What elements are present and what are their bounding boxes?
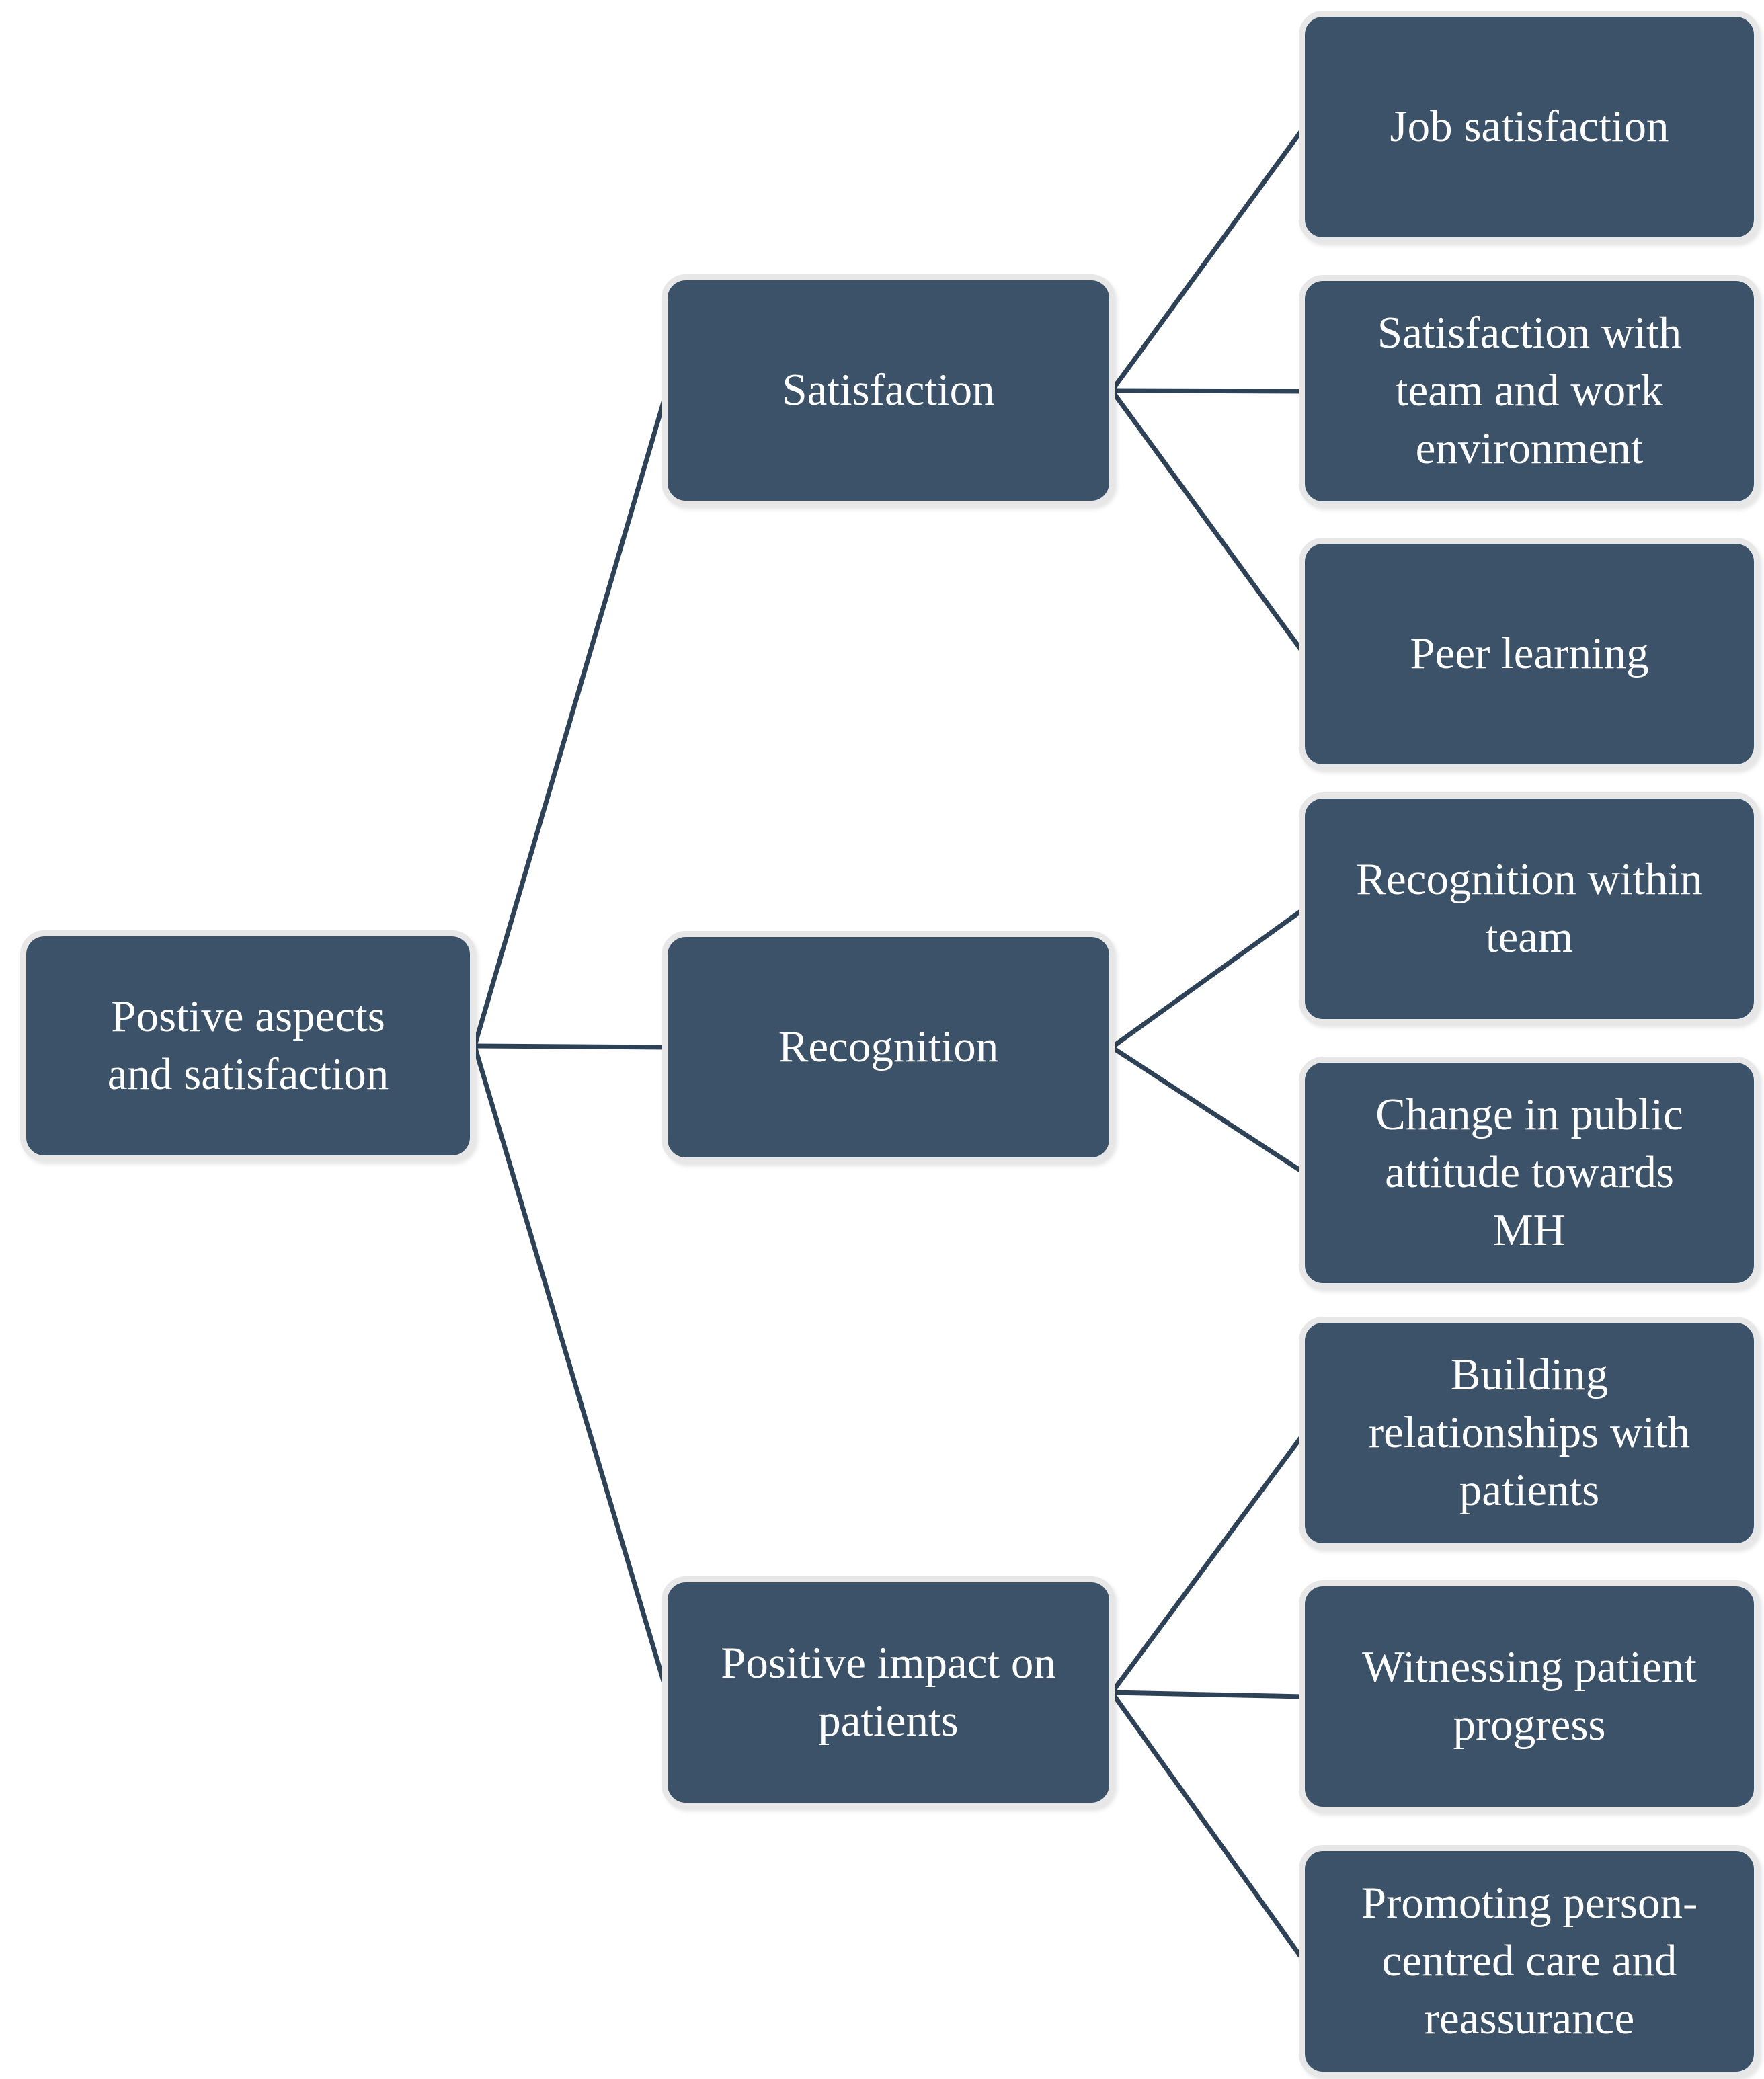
node-public-attitude-change-label: Change in public attitude towards MH <box>1375 1090 1683 1255</box>
node-peer-learning-label: Peer learning <box>1410 628 1649 679</box>
node-satisfaction: Satisfaction <box>662 274 1115 507</box>
node-person-centred-care-label: Promoting person- centred care and reass… <box>1361 1878 1698 2043</box>
connector-satisfaction-peer <box>1110 389 1306 656</box>
node-positive-impact-label: Positive impact on patients <box>721 1638 1056 1746</box>
node-job-satisfaction-label: Job satisfaction <box>1390 101 1669 152</box>
node-team-environment-satisfaction-label: Satisfaction with team and work environm… <box>1377 308 1682 473</box>
connector-recognition-attitude <box>1111 1045 1306 1175</box>
node-public-attitude-change: Change in public attitude towards MH <box>1299 1057 1760 1289</box>
node-building-relationships-label: Building relationships with patients <box>1368 1350 1691 1515</box>
connector-recognition-within-team <box>1110 907 1306 1049</box>
connector-satisfaction-job <box>1110 125 1306 393</box>
connector-root-recognition <box>474 1043 668 1050</box>
node-recognition-within-team-label: Recognition within team <box>1356 854 1703 962</box>
node-team-environment-satisfaction: Satisfaction with team and work environm… <box>1299 275 1760 507</box>
node-root: Postive aspects and satisfaction <box>20 930 476 1161</box>
node-job-satisfaction: Job satisfaction <box>1299 11 1760 243</box>
node-building-relationships: Building relationships with patients <box>1299 1317 1760 1549</box>
node-satisfaction-label: Satisfaction <box>782 365 995 415</box>
node-root-label: Postive aspects and satisfaction <box>107 991 389 1099</box>
node-peer-learning: Peer learning <box>1299 538 1760 770</box>
connector-impact-relationships <box>1110 1431 1306 1695</box>
node-recognition-label: Recognition <box>778 1022 999 1072</box>
connector-root-satisfaction <box>472 390 670 1047</box>
node-witnessing-progress: Witnessing patient progress <box>1299 1580 1760 1813</box>
node-person-centred-care: Promoting person- centred care and reass… <box>1299 1845 1760 2078</box>
node-witnessing-progress-label: Witnessing patient progress <box>1362 1642 1697 1750</box>
node-recognition-within-team: Recognition within team <box>1299 792 1760 1025</box>
connector-impact-person-centred <box>1110 1690 1306 1963</box>
connector-impact-progress <box>1111 1690 1305 1699</box>
node-positive-impact: Positive impact on patients <box>662 1576 1115 1809</box>
node-recognition: Recognition <box>662 931 1115 1164</box>
connector-root-positive-impact <box>472 1045 670 1693</box>
